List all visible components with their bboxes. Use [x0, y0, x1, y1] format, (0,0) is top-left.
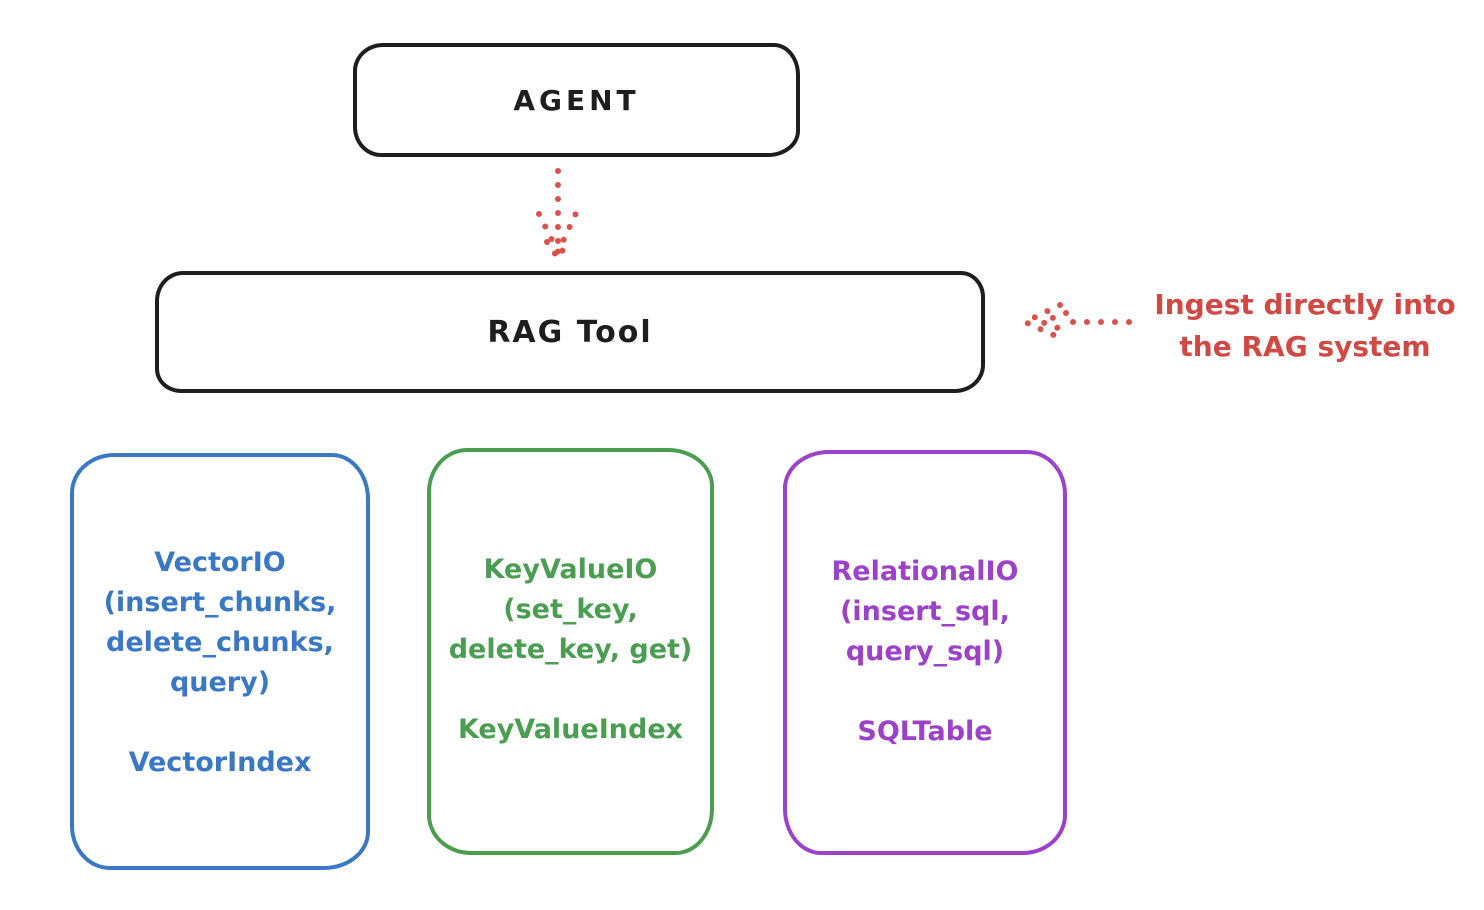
io-box-line: KeyValueIO: [483, 554, 658, 585]
io-box-line: VectorIO: [154, 547, 286, 578]
io-box-index-label: VectorIndex: [128, 747, 312, 778]
dotted-arrow-down-icon: [536, 168, 580, 264]
dotted-arrow-left-icon: [1017, 302, 1136, 341]
rag-tool-node: RAG Tool: [155, 271, 985, 393]
vector-io-node: VectorIO (insert_chunks, delete_chunks, …: [70, 453, 370, 870]
io-box-line: query): [169, 667, 271, 698]
agent-node: AGENT: [353, 43, 800, 157]
io-box-lines: KeyValueIO (set_key, delete_key, get): [449, 550, 693, 670]
relational-io-node: RelationalIO (insert_sql, query_sql) SQL…: [783, 450, 1067, 855]
io-box-index-label: SQLTable: [857, 716, 993, 747]
io-box-line: delete_chunks,: [106, 627, 334, 658]
agent-node-label: AGENT: [513, 83, 640, 117]
io-box-line: (set_key,: [503, 594, 638, 625]
rag-tool-node-label: RAG Tool: [487, 314, 653, 350]
io-box-line: (insert_sql,: [840, 596, 1010, 627]
io-box-line: RelationalIO: [831, 556, 1019, 587]
io-box-index-label: KeyValueIndex: [457, 714, 684, 745]
keyvalue-io-node: KeyValueIO (set_key, delete_key, get) Ke…: [427, 448, 714, 855]
io-box-lines: RelationalIO (insert_sql, query_sql): [832, 552, 1019, 672]
io-box-line: delete_key, get): [448, 634, 693, 665]
io-box-line: (insert_chunks,: [103, 587, 337, 618]
annotation-line: the RAG system: [1179, 330, 1431, 363]
io-box-line: query_sql): [845, 636, 1005, 667]
io-box-lines: VectorIO (insert_chunks, delete_chunks, …: [104, 543, 337, 703]
annotation-line: Ingest directly into: [1154, 288, 1456, 321]
annotation-ingest: Ingest directly into the RAG system: [1130, 284, 1480, 368]
